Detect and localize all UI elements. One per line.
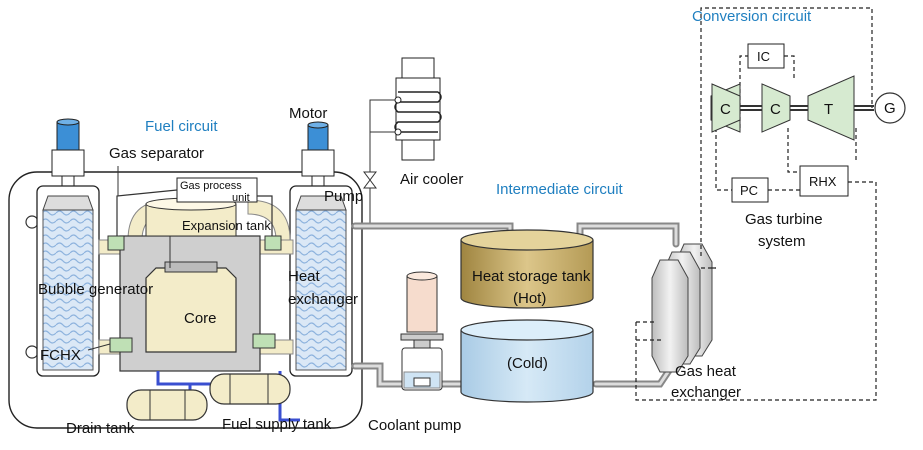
gas-heat-exchanger xyxy=(651,243,713,373)
heat-exchanger-label-1: Heat xyxy=(288,268,321,285)
bubble-generator-label: Bubble generator xyxy=(38,281,153,298)
motor-label: Motor xyxy=(289,105,327,122)
core-label: Core xyxy=(184,310,217,327)
compressor-2-label: C xyxy=(770,101,781,118)
coolant-pump xyxy=(400,271,444,391)
fuel-circuit-heading: Fuel circuit xyxy=(145,118,218,135)
gas-hx-label-2: exchanger xyxy=(671,384,741,401)
drain-tank xyxy=(126,389,208,421)
generator-label: G xyxy=(884,100,896,117)
turbine-label: T xyxy=(824,101,833,118)
heat-exchanger-label-2: exchanger xyxy=(288,291,358,308)
compressor-1-label: C xyxy=(720,101,731,118)
gas-process-label-1: Gas process xyxy=(180,180,242,192)
conversion-circuit-lines xyxy=(635,7,877,401)
pump-valve-symbol xyxy=(363,171,377,189)
cold-storage-tank xyxy=(460,319,594,403)
intermediate-circuit-heading: Intermediate circuit xyxy=(496,181,624,198)
ic-box xyxy=(747,43,785,69)
ic-label: IC xyxy=(757,49,770,64)
fuel-supply-tank-label: Fuel supply tank xyxy=(222,416,332,433)
expansion-tank-label: Expansion tank xyxy=(182,218,271,233)
gas-process-label-2: unit xyxy=(232,192,250,204)
core xyxy=(145,267,237,353)
left-pump-column xyxy=(36,118,100,377)
pump-label: Pump xyxy=(324,188,363,205)
conversion-circuit-heading: Conversion circuit xyxy=(692,8,812,25)
air-cooler xyxy=(394,57,442,161)
green-valves xyxy=(107,235,282,353)
turbine-train xyxy=(710,75,906,141)
hot-storage-tank xyxy=(460,229,594,309)
gas-hx-label-1: Gas heat xyxy=(675,363,737,380)
gas-turbine-label-2: system xyxy=(758,233,806,250)
fchx-label: FCHX xyxy=(40,347,81,364)
pc-label: PC xyxy=(740,183,758,198)
coolant-pump-label: Coolant pump xyxy=(368,417,461,434)
fuel-supply-tank xyxy=(209,373,291,405)
gas-turbine-label-1: Gas turbine xyxy=(745,211,823,228)
air-cooler-label: Air cooler xyxy=(400,171,463,188)
rhx-box xyxy=(799,165,849,197)
rhx-label: RHX xyxy=(809,174,837,189)
heat-storage-label-1: Heat storage tank xyxy=(472,268,591,285)
gas-separator-label: Gas separator xyxy=(109,145,204,162)
pc-box xyxy=(731,177,769,203)
heat-storage-label-2: (Hot) xyxy=(513,290,546,307)
gas-process-unit xyxy=(176,177,258,203)
cold-tank-label: (Cold) xyxy=(507,355,548,372)
right-hx-column xyxy=(289,121,353,377)
drain-tank-label: Drain tank xyxy=(66,420,135,437)
leader-lines xyxy=(87,166,119,351)
